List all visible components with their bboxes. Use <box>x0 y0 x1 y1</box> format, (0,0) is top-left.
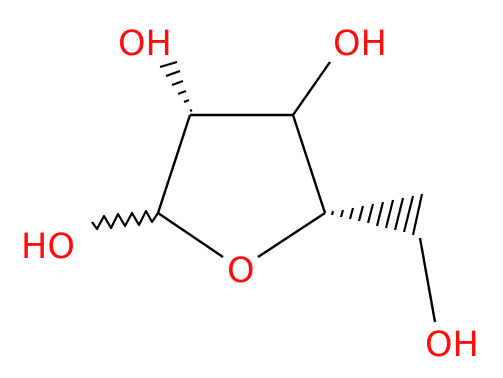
label-oh-c3: OH <box>333 24 387 64</box>
hashed-wedge-c4-ch2 <box>330 193 424 236</box>
bond-c4-ring-oxygen <box>257 211 326 259</box>
wavy-bond-c1-oh <box>91 209 159 231</box>
hashed-wedge-c2-oh <box>159 60 193 112</box>
bond-c3-c4 <box>291 114 327 214</box>
bond-ch2-oh <box>418 237 437 323</box>
label-oh-c2: OH <box>118 24 172 64</box>
bond-c1-c2 <box>156 114 192 214</box>
label-oh-c5: OH <box>425 325 479 365</box>
label-ring-oxygen: O <box>227 251 255 291</box>
bond-c3-oh <box>292 61 331 116</box>
bond-c1-ring-oxygen <box>157 212 224 258</box>
label-ho-c1: HO <box>21 227 75 267</box>
